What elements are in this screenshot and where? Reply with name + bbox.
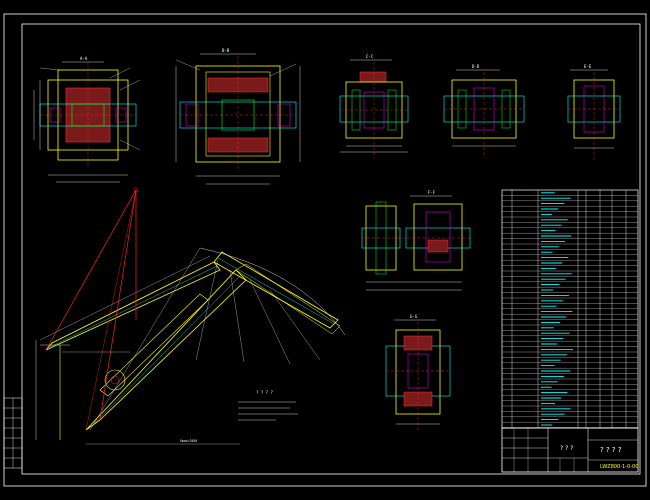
tech-requirements: ? ? ? ? — [238, 390, 298, 421]
section-mark-g: G-G — [410, 314, 418, 319]
section-mark-e: E-E — [584, 64, 592, 69]
drawing-title: ? ? ? ? — [600, 446, 622, 454]
boom-assembly-view: Smax=3450 — [35, 187, 346, 445]
section-mark-c: C-C — [366, 54, 374, 59]
tech-requirements-title: ? ? ? ? — [256, 390, 273, 395]
section-mark-a: A-A — [80, 56, 88, 61]
section-view-e: E-E — [567, 64, 621, 160]
stroke-length-dimension: Smax=3450 — [180, 439, 197, 443]
outer-frame — [3, 13, 647, 487]
drawing-subtitle: ? ? ? — [560, 445, 573, 452]
section-view-g: G-G — [385, 314, 451, 430]
section-view-a: A-A — [33, 56, 141, 183]
section-view-c: C-C — [339, 54, 409, 158]
section-view-b: B-B — [175, 48, 301, 185]
section-view-d: D-D — [443, 64, 525, 158]
section-mark-d: D-D — [472, 64, 480, 69]
section-view-f: F-F — [361, 190, 471, 291]
parts-list-table — [501, 189, 639, 429]
left-binding-strip — [3, 397, 23, 469]
title-block: ? ? ? ? ? ? ? LWZ800-1-0-00 — [501, 427, 639, 473]
section-mark-f: F-F — [428, 190, 436, 195]
section-mark-b: B-B — [222, 48, 230, 53]
drawing-number: LWZ800-1-0-00 — [600, 464, 638, 470]
inner-frame — [21, 23, 641, 475]
